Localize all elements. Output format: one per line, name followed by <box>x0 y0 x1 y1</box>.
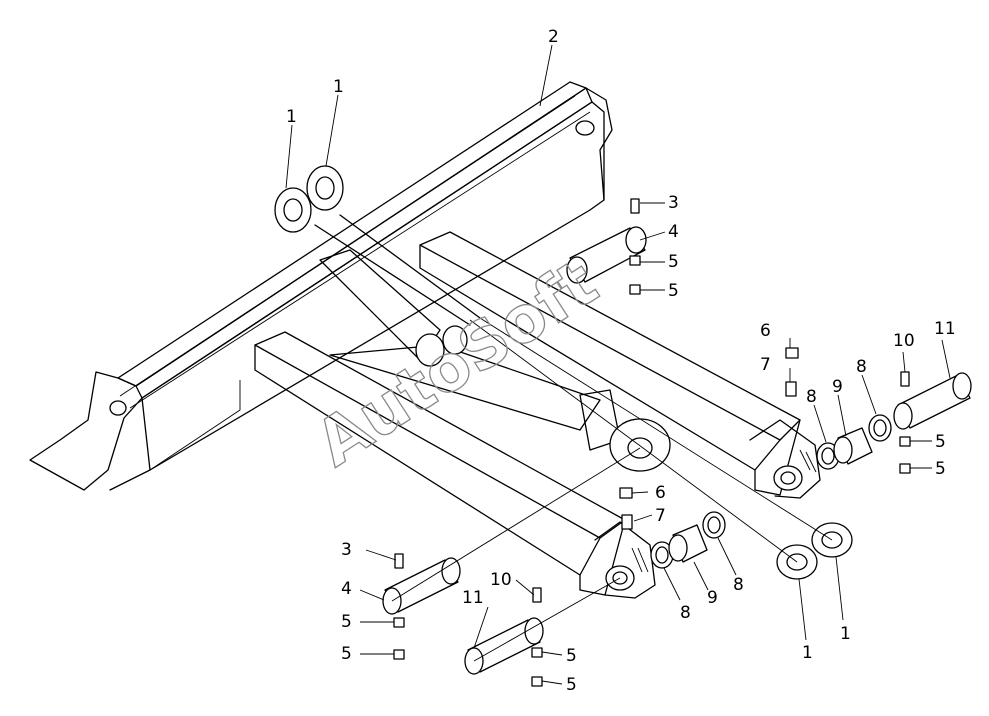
callout-3-left: 3 <box>341 540 352 560</box>
callout-9-left: 9 <box>707 588 718 608</box>
nut-5-right-b <box>629 284 641 295</box>
callout-6-left: 6 <box>655 483 666 503</box>
callout-3-right: 3 <box>668 193 679 213</box>
callout-5-left-b: 5 <box>341 644 352 664</box>
fitting-6-right <box>785 347 799 359</box>
watermark: AutoSoft <box>303 246 610 481</box>
bolt-10-right <box>900 371 910 387</box>
callout-10-left: 10 <box>490 570 512 590</box>
bolt-3-left <box>394 553 404 569</box>
callout-4-left: 4 <box>341 579 352 599</box>
fitting-7-right <box>785 381 797 397</box>
callout-8-left-a: 8 <box>680 603 691 623</box>
callout-1-a: 1 <box>286 107 297 127</box>
bolt-3-right <box>630 198 640 214</box>
nut-5-left-b <box>393 649 405 660</box>
callout-7-right: 7 <box>760 355 771 375</box>
callout-1-c: 1 <box>802 643 813 663</box>
callout-11-left: 11 <box>462 588 484 608</box>
callout-1-d: 1 <box>840 624 851 644</box>
callout-5-left-d: 5 <box>566 675 577 695</box>
callout-9-right: 9 <box>832 377 843 397</box>
callout-2: 2 <box>548 27 559 47</box>
callout-4-right: 4 <box>668 222 679 242</box>
nut-5-left-c <box>531 647 543 658</box>
callout-10-right: 10 <box>893 331 915 351</box>
callout-8-right-a: 8 <box>806 387 817 407</box>
callout-5-left-a: 5 <box>341 612 352 632</box>
callout-7-left: 7 <box>655 506 666 526</box>
callout-8-right-b: 8 <box>856 357 867 377</box>
callout-5-right-a: 5 <box>668 252 679 272</box>
callout-8-left-b: 8 <box>733 575 744 595</box>
nut-5-right-c <box>899 436 911 447</box>
callouts: 1 1 2 3 4 5 5 6 7 8 9 8 10 11 5 5 6 7 3 … <box>286 27 956 695</box>
callout-5-right-d: 5 <box>935 459 946 479</box>
callout-5-right-b: 5 <box>668 281 679 301</box>
right-push-arm <box>419 231 821 499</box>
callout-1-b: 1 <box>333 77 344 97</box>
nut-5-left-d <box>531 676 543 687</box>
nut-5-right-a <box>629 255 641 266</box>
callout-6-right: 6 <box>760 321 771 341</box>
callout-5-right-c: 5 <box>935 432 946 452</box>
nut-5-left-a <box>393 617 405 628</box>
fitting-7-left <box>621 514 633 530</box>
leader-lines <box>285 44 951 685</box>
fitting-6-left <box>619 487 633 499</box>
callout-11-right: 11 <box>934 319 956 339</box>
callout-5-left-c: 5 <box>566 646 577 666</box>
bolt-10-left <box>532 587 542 603</box>
nut-5-right-d <box>899 463 911 474</box>
